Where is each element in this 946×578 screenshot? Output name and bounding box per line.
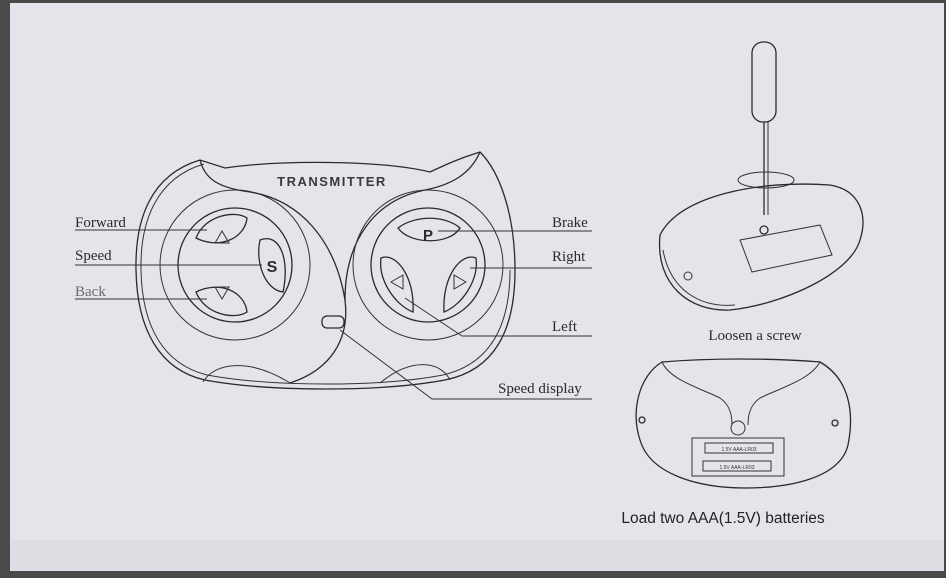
label-brake: Brake	[552, 215, 588, 231]
label-forward: Forward	[75, 215, 126, 231]
up-arrow-icon	[214, 230, 230, 244]
transmitter-title: TRANSMITTER	[277, 174, 387, 189]
right-arrow-icon	[453, 274, 467, 290]
battery-illustration: 1.5V AAA-LR03 1.5V AAA-LR03 Load two AAA…	[621, 358, 852, 527]
label-speed: Speed	[75, 248, 112, 264]
loosen-screw-caption: Loosen a screw	[708, 328, 801, 344]
speed-display	[321, 315, 345, 329]
battery-caption: Load two AAA(1.5V) batteries	[621, 510, 825, 527]
transmitter-diagram: TRANSMITTER S P Forward Speed Back Brake…	[75, 151, 592, 400]
battery-marking: 1.5V AAA-LR03	[719, 465, 754, 471]
label-right: Right	[552, 249, 586, 265]
speed-button[interactable]	[258, 238, 286, 293]
brake-button-label: P	[423, 227, 433, 244]
right-button[interactable]	[443, 256, 477, 313]
label-speed-display: Speed display	[498, 381, 582, 397]
brake-button[interactable]	[397, 217, 461, 242]
down-arrow-icon	[214, 286, 230, 300]
speed-button-label: S	[267, 259, 278, 276]
card-surface	[10, 3, 944, 571]
left-arrow-icon	[390, 274, 404, 290]
label-left: Left	[552, 319, 578, 335]
battery-marking: 1.5V AAA-LR03	[721, 447, 756, 453]
label-back: Back	[75, 284, 106, 300]
loosen-screw-illustration: Loosen a screw	[658, 41, 864, 344]
left-button[interactable]	[380, 256, 414, 313]
